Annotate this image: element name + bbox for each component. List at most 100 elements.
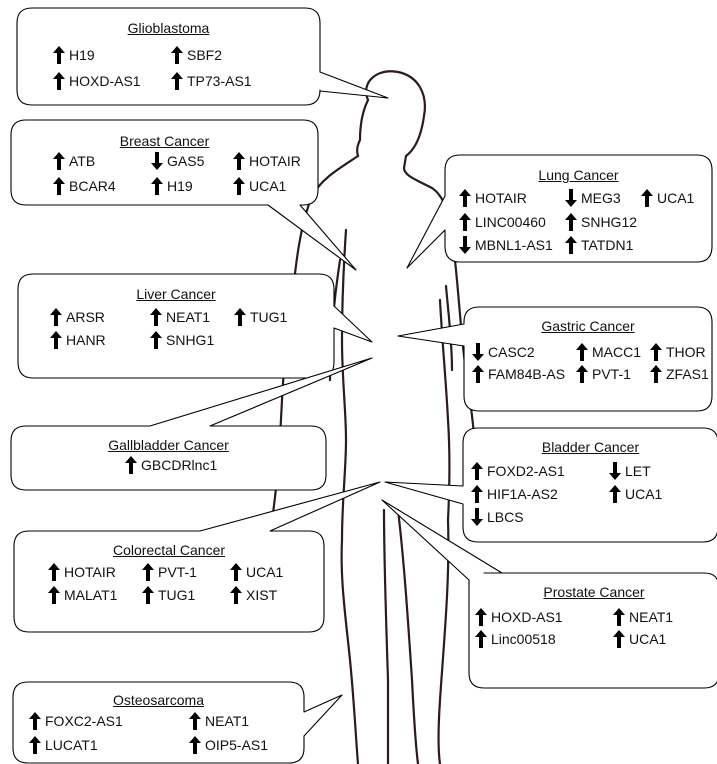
up-arrow-icon [189, 712, 201, 730]
up-arrow-icon [230, 563, 242, 581]
down-arrow-icon [151, 152, 163, 170]
gene-entry: UCA1 [230, 563, 283, 581]
down-arrow-icon [472, 343, 484, 361]
gene-entry: NEAT1 [613, 608, 673, 626]
gene-entry: SBF2 [171, 46, 222, 64]
gastric-cancer-title: Gastric Cancer [541, 318, 635, 334]
down-arrow-icon [565, 189, 577, 207]
gene-entry: LBCS [471, 508, 524, 526]
gene-entry: LUCAT1 [29, 736, 98, 754]
gene-name: NEAT1 [205, 713, 250, 729]
up-arrow-icon [613, 608, 625, 626]
left-leg-inner [382, 508, 390, 764]
lung-cancer-title: Lung Cancer [538, 167, 619, 183]
gene-entry: XIST [230, 586, 277, 604]
gene-name: MACC1 [592, 344, 642, 360]
gene-name: TUG1 [158, 587, 196, 603]
bladder-cancer-title: Bladder Cancer [541, 439, 640, 455]
gene-name: ATB [69, 153, 96, 169]
up-arrow-icon [613, 630, 625, 648]
gene-name: HOTAIR [475, 190, 527, 206]
gene-entry: MEG3 [565, 189, 621, 207]
up-arrow-icon [171, 72, 183, 90]
gene-name: HOXD-AS1 [491, 609, 563, 625]
gene-name: ZFAS1 [666, 366, 709, 382]
glioblastoma-bubble-shape [16, 7, 389, 106]
up-arrow-icon [475, 608, 487, 626]
gene-entry: THOR [650, 343, 706, 361]
gene-name: LINC00460 [475, 214, 546, 230]
gene-entry: PVT-1 [576, 365, 631, 383]
gene-entry: NEAT1 [150, 308, 210, 326]
osteosarcoma-title: Osteosarcoma [112, 692, 205, 708]
gene-entry: UCA1 [609, 485, 662, 503]
up-arrow-icon [53, 152, 65, 170]
gene-name: GBCDRlnc1 [141, 457, 218, 473]
gene-name: FOXC2-AS1 [45, 713, 123, 729]
gene-name: PVT-1 [592, 366, 631, 382]
up-arrow-icon [471, 462, 483, 480]
gene-name: FAM84B-AS [488, 366, 566, 382]
gene-entry: BCAR4 [53, 177, 116, 195]
gene-entry: UCA1 [613, 630, 666, 648]
gene-entry: MACC1 [576, 343, 641, 361]
up-arrow-icon [50, 308, 62, 326]
gene-name: UCA1 [629, 631, 667, 647]
gene-entry: SNHG1 [150, 331, 214, 349]
torso-left [340, 228, 348, 542]
gene-name: LBCS [487, 509, 524, 525]
gene-entry: ATB [53, 152, 95, 170]
gene-name: PVT-1 [158, 564, 197, 580]
up-arrow-icon [459, 189, 471, 207]
up-arrow-icon [230, 586, 242, 604]
up-arrow-icon [472, 365, 484, 383]
gene-entry: TUG1 [142, 586, 195, 604]
up-arrow-icon [142, 586, 154, 604]
up-arrow-icon [565, 236, 577, 254]
breast-cancer-bubble-shape [10, 119, 357, 271]
up-arrow-icon [650, 365, 662, 383]
gene-name: H19 [69, 47, 95, 63]
up-arrow-icon [475, 630, 487, 648]
osteosarcoma-bubble-shape [12, 681, 343, 764]
up-arrow-icon [53, 72, 65, 90]
gene-entry: SNHG12 [565, 213, 637, 231]
gene-entry: TP73-AS1 [171, 72, 252, 90]
gene-entry: CASC2 [472, 343, 535, 361]
lung-cancer-bubble-shape [406, 154, 713, 269]
gene-name: SNHG1 [166, 332, 215, 348]
gene-name: NEAT1 [166, 309, 211, 325]
gene-entry: Linc00518 [475, 630, 556, 648]
up-arrow-icon [576, 365, 588, 383]
up-arrow-icon [142, 563, 154, 581]
gene-name: OIP5-AS1 [205, 737, 269, 753]
gene-name: HIF1A-AS2 [487, 486, 558, 502]
gene-entry: ZFAS1 [650, 365, 709, 383]
gene-name: HOTAIR [249, 153, 301, 169]
right-leg-outer [437, 518, 450, 764]
gene-name: HOXD-AS1 [69, 73, 141, 89]
gene-name: TUG1 [250, 309, 288, 325]
up-arrow-icon [150, 331, 162, 349]
gene-name: UCA1 [625, 486, 663, 502]
up-arrow-icon [171, 46, 183, 64]
up-arrow-icon [459, 213, 471, 231]
right-arm-inner [444, 284, 454, 372]
gene-entry: ARSR [50, 308, 105, 326]
gene-entry: FOXD2-AS1 [471, 462, 565, 480]
gene-entry: HOTAIR [233, 152, 301, 170]
up-arrow-icon [576, 343, 588, 361]
colorectal-cancer-title: Colorectal Cancer [112, 542, 226, 558]
breast-cancer-title: Breast Cancer [119, 133, 210, 149]
gene-entry: MALAT1 [48, 586, 117, 604]
gene-entry: GAS5 [151, 152, 204, 170]
up-arrow-icon [233, 152, 245, 170]
right-leg-inner [396, 508, 420, 764]
gene-entry: UCA1 [233, 177, 286, 195]
gene-entry: HOXD-AS1 [53, 72, 141, 90]
gene-name: CASC2 [488, 344, 535, 360]
up-arrow-icon [150, 308, 162, 326]
